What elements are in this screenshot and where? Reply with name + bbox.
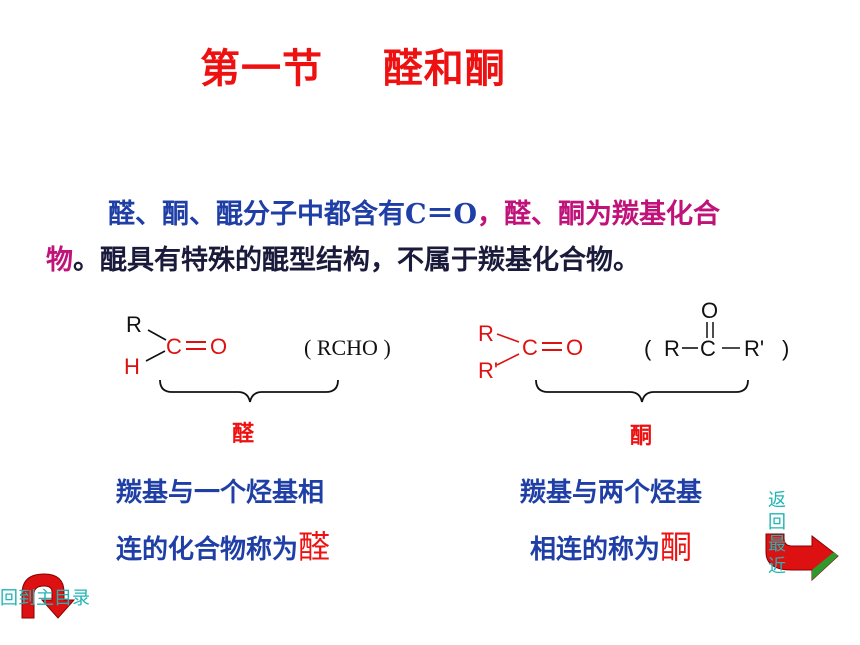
slide-title: 第一节 醛和酮 xyxy=(200,46,506,92)
aldehyde-desc-text: 连的化合物称为 xyxy=(116,535,299,565)
ketone-r-atom: R xyxy=(478,321,494,346)
back-to-recent-button[interactable]: 返回最近 xyxy=(764,488,844,598)
ketone-label: 酮 xyxy=(630,424,653,449)
aldehyde-r-bond xyxy=(147,329,167,341)
intro-text-4: 。醌具有特殊的醌型结构，不属于羰基化合物。 xyxy=(73,245,640,276)
intro-text-1: 醛、酮、醌分子中都含有 xyxy=(108,199,405,230)
ketone-r2-bond xyxy=(496,353,520,366)
formula-c-atom: C xyxy=(700,336,716,361)
ketone-r-bond xyxy=(496,333,520,343)
formula-r-atom: R xyxy=(664,336,680,361)
aldehyde-r-atom: R xyxy=(126,312,142,337)
ketone-desc-line-1: 羰基与两个烃基 xyxy=(520,478,703,508)
return-arrow-icon xyxy=(765,533,839,582)
aldehyde-desc-line-1: 羰基与一个烃基相 xyxy=(116,478,325,508)
ketone-r2-atom: R' xyxy=(478,358,499,383)
aldehyde-label: 醛 xyxy=(232,422,255,447)
aldehyde-formula: ( RCHO ) xyxy=(304,335,391,360)
aldehyde-desc-highlight: 醛 xyxy=(298,528,331,566)
intro-line-1: 醛、酮、醌分子中都含有C＝O，醛、酮为羰基化合 xyxy=(108,192,720,231)
formula-close-paren: ) xyxy=(782,336,790,361)
ketone-desc-line-2: 相连的称为酮 xyxy=(530,522,692,568)
aldehyde-h-atom: H xyxy=(124,354,140,379)
ketone-o-atom: O xyxy=(566,335,584,360)
intro-text-3: 物 xyxy=(46,245,73,276)
u-turn-arrow-icon xyxy=(21,573,76,619)
ketone-desc-text: 相连的称为 xyxy=(530,535,661,565)
back-to-main-button[interactable]: 回到主目录 xyxy=(0,566,112,622)
carbonyl-formula: C＝O xyxy=(405,199,478,230)
intro-line-2: 物。醌具有特殊的醌型结构，不属于羰基化合物。 xyxy=(46,238,640,277)
ketone-c-atom: C xyxy=(522,335,538,360)
formula-open-paren: ( xyxy=(644,336,652,361)
aldehyde-desc-line-2: 连的化合物称为醛 xyxy=(116,522,330,568)
ketone-brace xyxy=(535,379,749,403)
aldehyde-h-bond xyxy=(145,350,166,362)
ketone-desc-highlight: 酮 xyxy=(660,528,693,566)
aldehyde-o-atom: O xyxy=(210,334,228,359)
intro-text-2: ，醛、酮为羰基化合 xyxy=(477,199,721,230)
back-to-recent-label: 返回最近 xyxy=(768,490,786,577)
aldehyde-c-atom: C xyxy=(166,334,182,359)
formula-o-atom: O xyxy=(701,298,719,323)
back-to-main-label: 回到主目录 xyxy=(0,588,90,609)
aldehyde-brace xyxy=(159,379,339,403)
formula-r2-atom: R' xyxy=(744,336,765,361)
